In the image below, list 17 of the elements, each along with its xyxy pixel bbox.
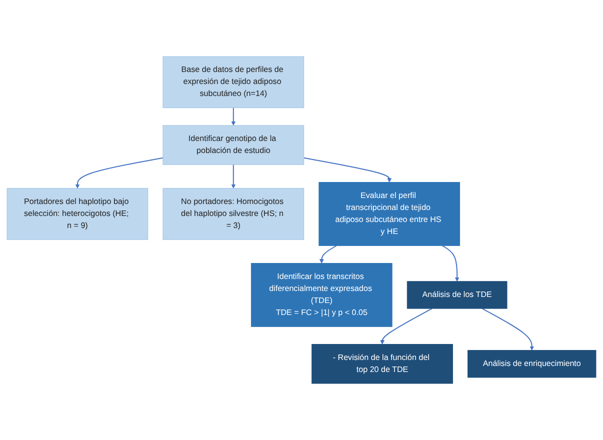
node-box: Análisis de enriquecimiento [468,350,596,378]
node-box: Identificar genotipo de la población de estudio [162,125,304,165]
node-box: Identificar los transcritos diferencialmente expresados (TDE) TDE = FC > |1| y p < 0.05 [250,263,392,327]
node-box: Análisis de los TDE [406,281,508,309]
arrow [304,157,392,182]
arrow [75,157,164,188]
node-box: Evaluar el perfil transcripcional de tejido adiposo subcutáneo entre HS y HE [318,182,460,246]
node-box: Portadores del haplotipo bajo selección: heterocigotos (HE; n = 9) [6,188,148,240]
arrow [442,245,460,282]
node-box: No portadores: Homocigotos del haplotipo silvestre (HS; n = 3) [162,188,304,240]
arrow [380,308,432,344]
arrow [482,308,534,350]
node-box: - Revisión de la función del top 20 de TDE [312,344,453,384]
arrow [231,164,236,188]
arrow [319,245,337,264]
node-box: Base de datos de perfiles de expresión de tejido adiposo subcutáneo (n=14) [162,56,304,108]
arrow [231,108,236,126]
